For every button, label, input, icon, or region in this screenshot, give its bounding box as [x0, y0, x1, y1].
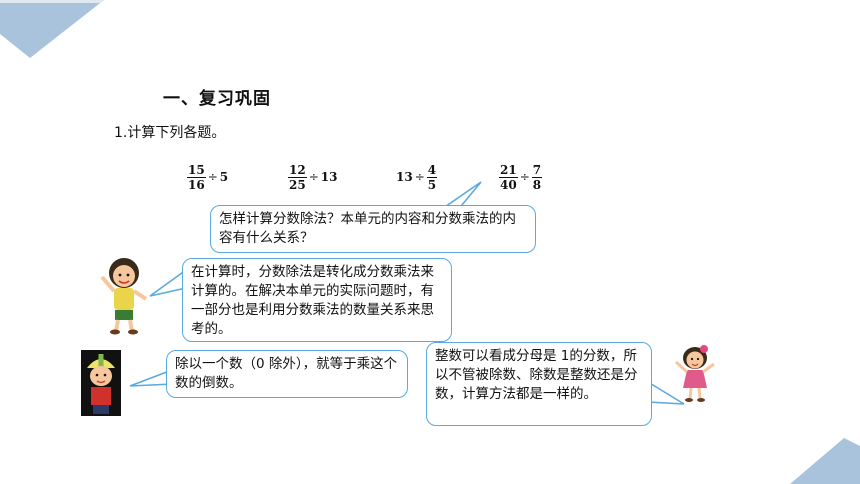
section-title: 一、复习巩固: [163, 89, 271, 109]
fraction: 21 40: [499, 162, 518, 192]
girl-bubble-text: 整数可以看成分母是 1的分数，所以不管被除数、除数是整数还是分数，计算方法都是一…: [435, 348, 638, 402]
fraction: 12 25: [288, 162, 307, 192]
question-bubble-text: 怎样计算分数除法？本单元的内容和分数乘法的内容有什么关系？: [219, 211, 516, 246]
divide-sign: ÷: [519, 170, 530, 184]
question-text: 1.计算下列各题。: [114, 125, 226, 141]
bottom-right-corner-decoration: [790, 438, 860, 484]
fraction: 4 5: [426, 162, 438, 192]
cap-boy-character-image: [81, 350, 121, 416]
expression-3: 13 ÷ 4 5: [396, 160, 438, 194]
cap-boy-bubble-text: 除以一个数（0 除外），就等于乘这个数的倒数。: [175, 356, 398, 391]
expression-1: 15 16 ÷ 5: [187, 160, 228, 194]
girl-character-image: [674, 345, 715, 402]
operand: 13: [320, 170, 338, 184]
fraction: 15 16: [187, 162, 206, 192]
operand: 5: [219, 170, 229, 184]
fraction: 7 8: [531, 162, 543, 192]
expression-2: 12 25 ÷ 13: [288, 160, 337, 194]
divide-sign: ÷: [207, 170, 218, 184]
boy-character-image: [100, 258, 148, 335]
question-bubble: 怎样计算分数除法？本单元的内容和分数乘法的内容有什么关系？: [210, 205, 536, 253]
divide-sign: ÷: [414, 170, 425, 184]
divide-sign: ÷: [308, 170, 319, 184]
boy-bubble-text: 在计算时，分数除法是转化成分数乘法来计算的。在解决本单元的实际问题时，有一部分也…: [191, 264, 434, 337]
operand: 13: [396, 170, 413, 184]
girl-bubble: 整数可以看成分母是 1的分数，所以不管被除数、除数是整数还是分数，计算方法都是一…: [426, 342, 652, 426]
boy-bubble: 在计算时，分数除法是转化成分数乘法来计算的。在解决本单元的实际问题时，有一部分也…: [182, 258, 452, 342]
top-left-corner-decoration: [0, 0, 104, 58]
expression-4: 21 40 ÷ 7 8: [499, 160, 543, 194]
cap-boy-bubble: 除以一个数（0 除外），就等于乘这个数的倒数。: [166, 350, 408, 398]
